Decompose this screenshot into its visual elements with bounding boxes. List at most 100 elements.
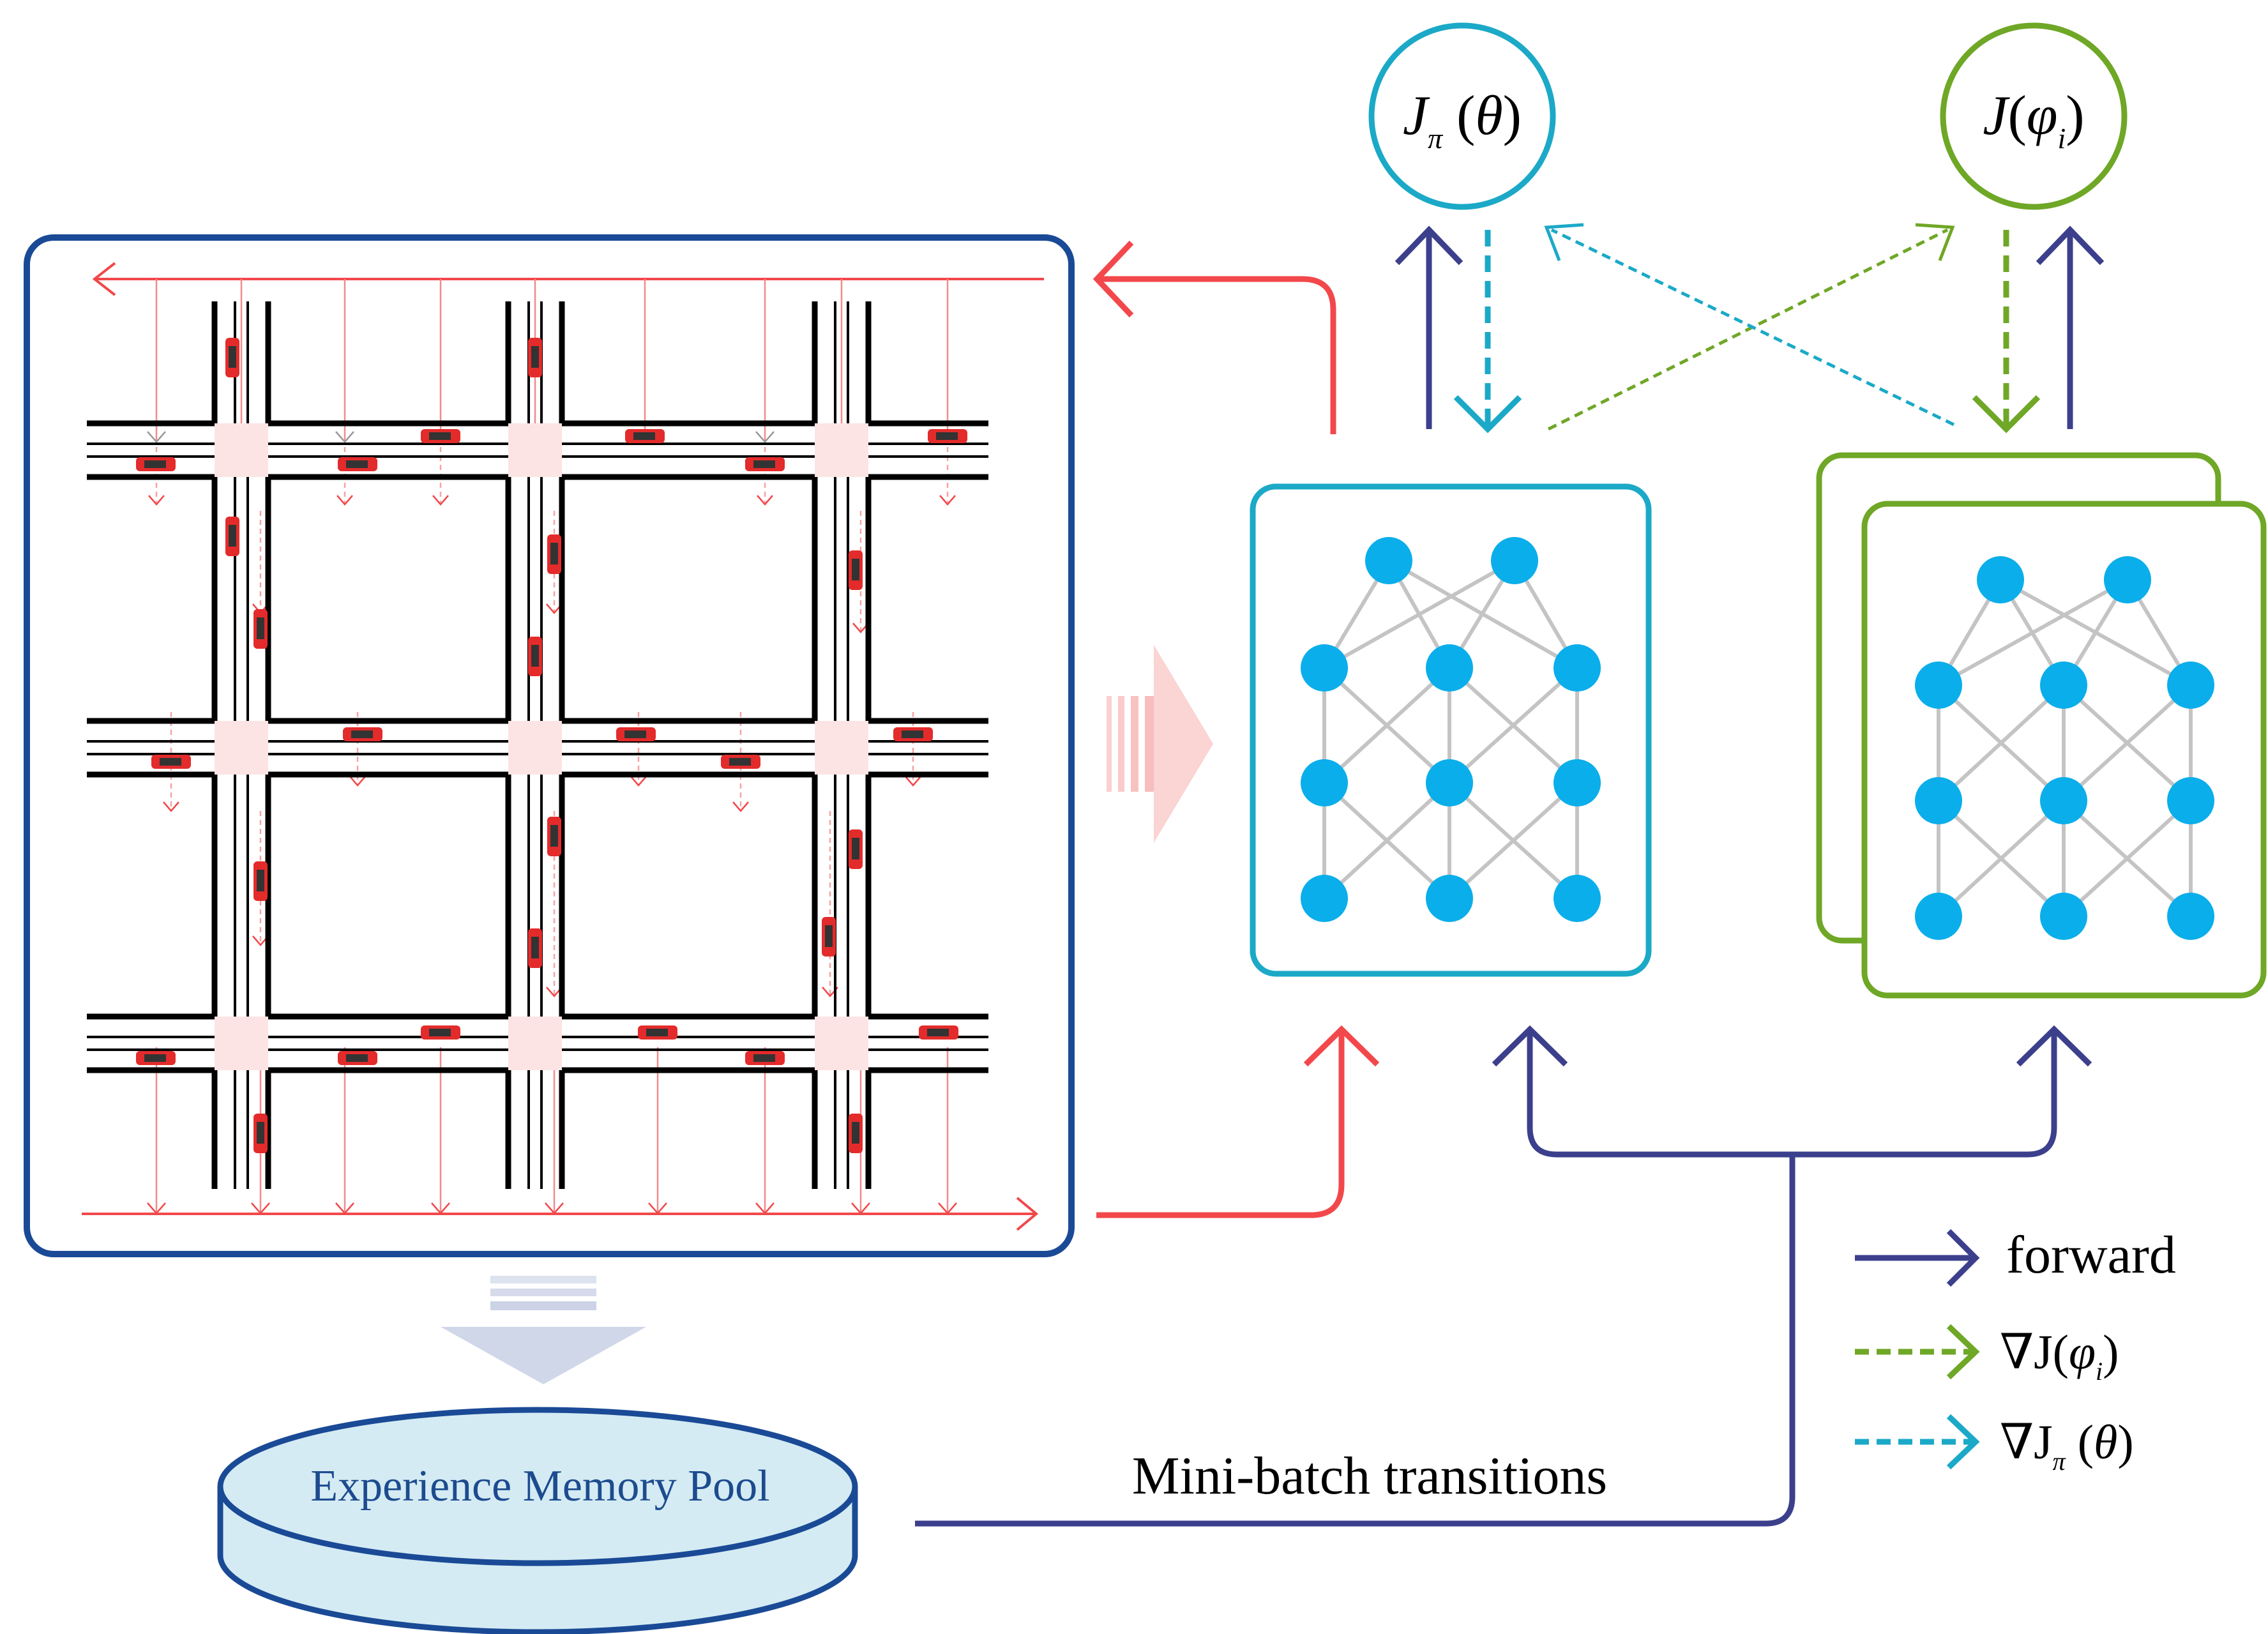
car-window [550,543,558,564]
car-window [852,838,859,859]
nn-node [2040,777,2087,824]
data-flow-arrow-right [1107,645,1213,843]
lane-flow-head [148,495,165,506]
lane-flow-head [757,495,773,506]
intersection-pad [508,721,562,775]
actor-objective: Jπ (θ) [1368,22,1556,210]
car [849,1114,863,1153]
car [151,755,191,769]
legend-actor-gradient: ∇Jπ (θ) [1855,1414,2134,1476]
car-window [429,1029,451,1036]
lane-flow-head [349,776,366,787]
car-window [351,730,373,738]
lane-flow-head [630,776,647,787]
car-window [346,1054,368,1062]
car-window [753,460,775,468]
car-window [144,460,166,468]
critic-nn-graph [1915,556,2214,940]
legend: forward ∇J(φi) ∇Jπ (θ) [1855,1225,2176,1476]
car-window [927,1029,949,1036]
nn-node [2104,556,2151,603]
car-window [729,758,751,766]
intersection-pad [215,721,268,775]
road-grid [87,301,988,1189]
car-window [144,1054,166,1062]
flow-head [431,1202,450,1214]
car [721,755,760,769]
car [638,1025,677,1040]
critic-gradient-arrow [1972,230,2041,434]
car [745,457,785,471]
nn-node [1365,537,1412,584]
critic-networks [1816,452,2267,999]
car-window [229,346,236,368]
nn-edge [1937,683,2066,803]
legend-forward: forward [1855,1225,2176,1287]
lane-flow-head [336,495,353,506]
car-window [825,925,833,947]
nn-node [1301,644,1348,692]
car-window [429,432,451,440]
minibatch-label: Mini-batch transitions [1132,1446,1607,1506]
nn-edge [1937,799,2066,918]
experience-memory-pool: Experience Memory Pool [217,1407,858,1634]
car [745,1051,785,1065]
car [616,727,656,741]
nn-node [1977,556,2024,603]
lane-flow-head [939,495,956,506]
car [893,727,933,741]
nn-node [1554,875,1601,922]
car [343,727,382,741]
car-window [257,870,264,891]
inflow-bottom-line [82,1197,1039,1231]
car [919,1025,958,1040]
nn-node [1554,644,1601,692]
car-window [257,1122,264,1144]
car [528,637,542,676]
nn-node [1426,759,1473,806]
flow-head [147,431,166,443]
car [421,429,460,443]
actor-nn-graph [1301,537,1601,922]
nn-edge [1448,781,1579,900]
nn-edge [2062,799,2193,918]
flow-head [938,1202,957,1214]
critic-forward-arrow [2036,225,2105,429]
car [136,1051,176,1065]
nn-edge [1448,666,1579,785]
car-window [531,937,539,958]
actor-network [1250,483,1652,977]
car [528,928,542,968]
nn-node [2040,662,2087,709]
car-window [902,730,923,738]
flow-head [851,1202,870,1214]
data-flow-arrow-down [441,1276,646,1384]
car [547,817,561,856]
intersection-pad [508,423,562,477]
car-window [753,1054,775,1062]
car-window [646,1029,668,1036]
cross-gradient-critic-to-objective [1547,223,1955,431]
critic-objective-circle [1940,22,2128,210]
car-window [531,346,539,368]
nn-node [1426,644,1473,692]
actor-objective-formula: Jπ (θ) [1403,85,1522,155]
nn-edge [1322,666,1451,785]
nn-node [2167,893,2214,940]
road-network-panel [24,234,1075,1257]
intersection-pad [815,1017,868,1070]
nn-node [1301,759,1348,806]
lane-flow-head [732,801,749,812]
vehicles [136,338,967,1153]
car [225,517,239,556]
actor-objective-circle [1368,22,1556,210]
intersection-pad [215,423,268,477]
lane-flow-head [905,776,921,787]
actor-forward-arrow [1395,225,1463,429]
car-window [531,645,539,667]
nn-node [2167,777,2214,824]
nn-node [1426,875,1473,922]
car-window [229,525,236,547]
car-window [624,730,646,738]
